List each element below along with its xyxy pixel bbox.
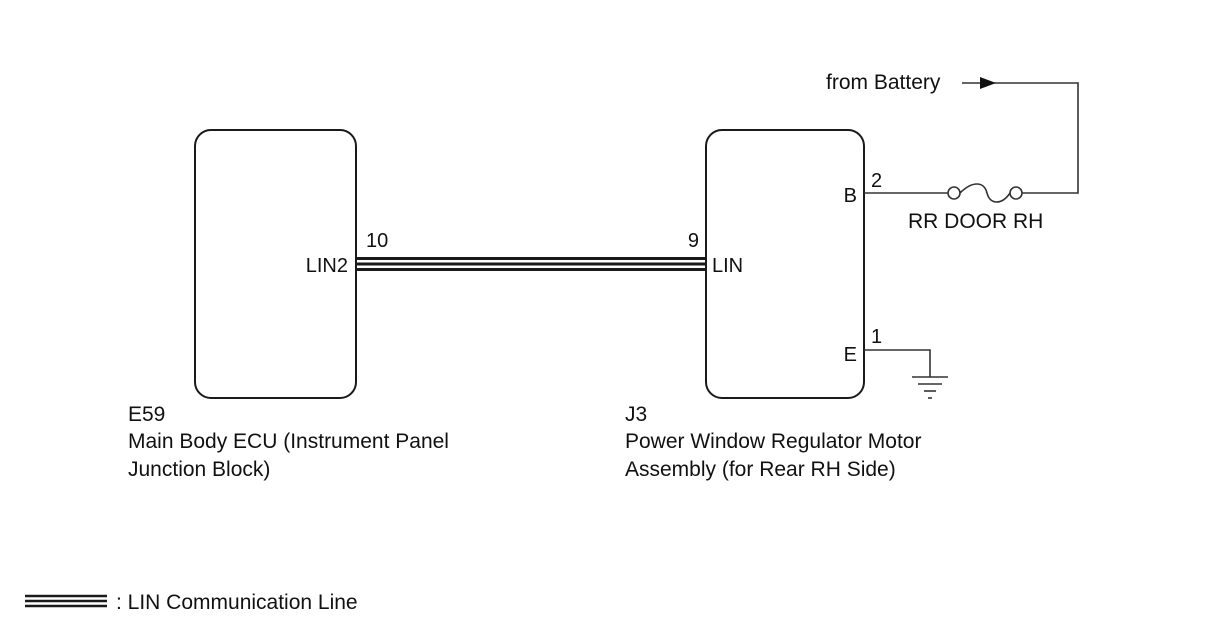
power-source-label: from Battery bbox=[826, 71, 941, 94]
arrow-icon bbox=[980, 77, 996, 89]
ecu-terminal-label: LIN2 bbox=[306, 255, 348, 277]
fuse-icon bbox=[959, 183, 1011, 203]
ecu-connector-code: E59 bbox=[128, 403, 165, 426]
motor-name-line2: Assembly (for Rear RH Side) bbox=[625, 458, 896, 481]
ecu-name-line2: Junction Block) bbox=[128, 458, 270, 481]
lin-communication-line bbox=[357, 257, 705, 271]
legend: : LIN Communication Line bbox=[25, 591, 358, 614]
fuse-right-terminal bbox=[1009, 186, 1023, 200]
ground-wire bbox=[864, 349, 948, 399]
legend-line-sample bbox=[25, 594, 107, 608]
motor-e-pin-number: 1 bbox=[871, 326, 882, 348]
fuse-left-terminal bbox=[947, 186, 961, 200]
motor-lin-terminal-label: LIN bbox=[712, 255, 743, 277]
fuse-label: RR DOOR RH bbox=[908, 210, 1043, 233]
motor-e-terminal-label: E bbox=[844, 344, 857, 366]
motor-box bbox=[705, 129, 865, 399]
motor-b-pin-number: 2 bbox=[871, 170, 882, 192]
ecu-box bbox=[194, 129, 357, 399]
motor-b-terminal-label: B bbox=[844, 185, 857, 207]
motor-connector-code: J3 bbox=[625, 403, 647, 426]
motor-name-line1: Power Window Regulator Motor bbox=[625, 430, 921, 453]
battery-wire bbox=[864, 77, 1079, 203]
ecu-name-line1: Main Body ECU (Instrument Panel bbox=[128, 430, 449, 453]
motor-lin-pin-number: 9 bbox=[688, 230, 699, 252]
ecu-pin-number: 10 bbox=[366, 230, 388, 252]
ground-icon bbox=[912, 376, 948, 399]
legend-text: : LIN Communication Line bbox=[116, 591, 358, 614]
